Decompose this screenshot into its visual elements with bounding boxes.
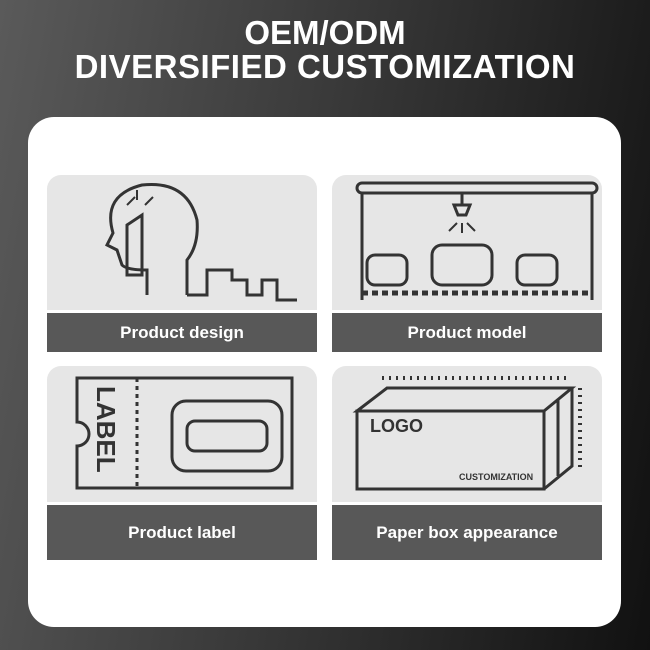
title-line-1: OEM/ODM: [244, 14, 406, 51]
tile-label: Product model: [332, 313, 602, 352]
tile-paper-box: LOGO CUSTOMIZATION Paper box appearance: [332, 366, 602, 560]
tile-label: Product design: [47, 313, 317, 352]
production-line-icon: [332, 175, 602, 310]
tile-label: Paper box appearance: [332, 505, 602, 560]
box-customization-text: CUSTOMIZATION: [459, 472, 534, 482]
tile-label: Product label: [47, 505, 317, 560]
box-logo-text: LOGO: [370, 416, 423, 436]
page-title: OEM/ODM DIVERSIFIED CUSTOMIZATION: [0, 16, 650, 84]
paper-box-icon: LOGO CUSTOMIZATION: [332, 366, 602, 502]
head-pencil-icon: [47, 175, 317, 310]
content-card: Product design Product model LABEL: [28, 117, 621, 627]
tile-product-label: LABEL Product label: [47, 366, 317, 560]
tile-product-design: Product design: [47, 175, 317, 352]
svg-text:LABEL: LABEL: [91, 386, 121, 473]
tile-product-model: Product model: [332, 175, 602, 352]
title-line-2: DIVERSIFIED CUSTOMIZATION: [74, 48, 576, 85]
label-tag-icon: LABEL: [47, 366, 317, 502]
